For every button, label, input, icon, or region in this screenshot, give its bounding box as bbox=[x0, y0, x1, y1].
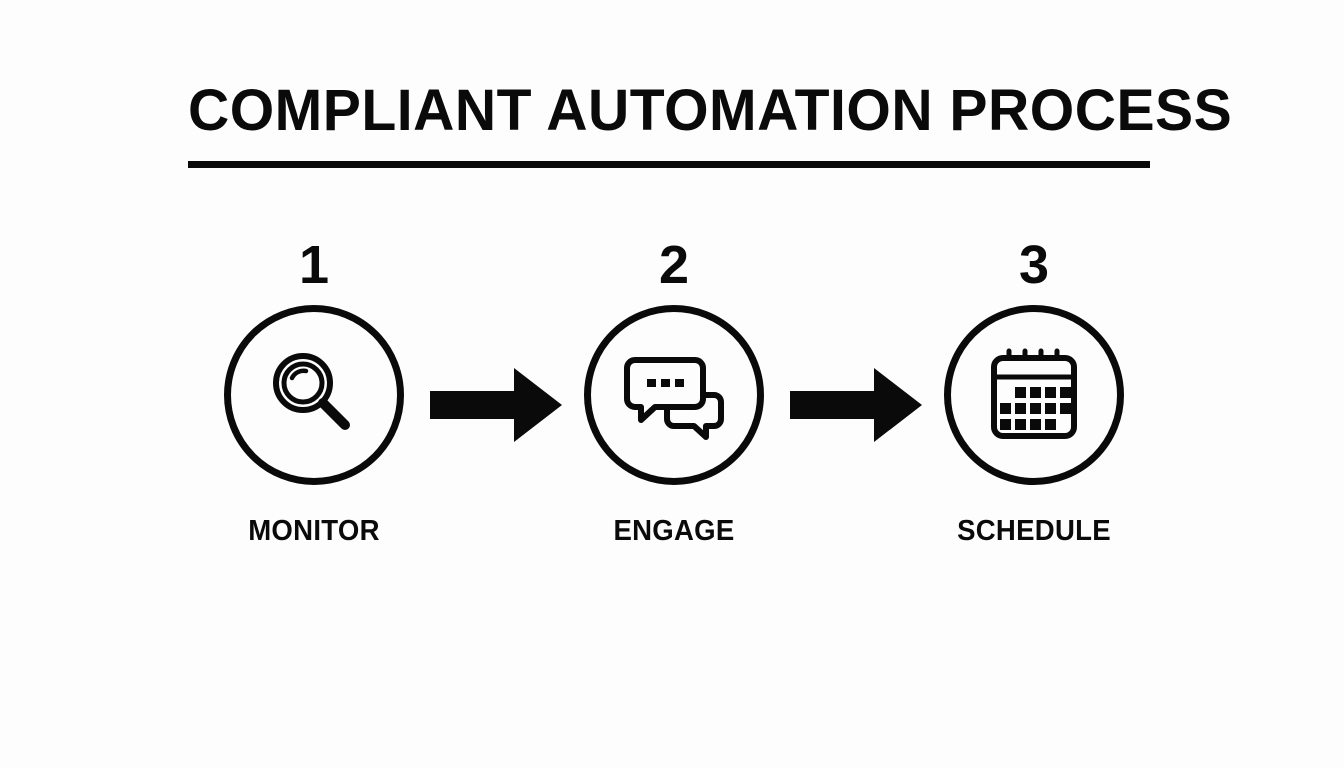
step-number: 1 bbox=[298, 235, 330, 295]
step-circle bbox=[944, 305, 1124, 485]
step-circle bbox=[224, 305, 404, 485]
step-item-monitor[interactable]: 1 MONITOR bbox=[184, 238, 444, 558]
step-label: ENGAGE bbox=[613, 515, 735, 547]
step-number: 2 bbox=[658, 235, 690, 295]
calendar-icon bbox=[991, 348, 1077, 439]
chat-bubbles-icon bbox=[624, 357, 724, 440]
step-circle bbox=[584, 305, 764, 485]
magnifying-glass-icon bbox=[273, 353, 350, 430]
step-label: SCHEDULE bbox=[957, 515, 1111, 547]
page-title: COMPLIANT AUTOMATION PROCESS bbox=[188, 78, 1233, 143]
title-underline-rule bbox=[188, 161, 1150, 168]
arrow-right-icon bbox=[430, 368, 562, 442]
arrow-right-icon bbox=[790, 368, 922, 442]
steps-row: 1 MONITOR 2 bbox=[0, 238, 1344, 558]
step-item-engage[interactable]: 2 ENGAGE bbox=[544, 238, 804, 558]
step-label: MONITOR bbox=[248, 515, 380, 547]
step-item-schedule[interactable]: 3 bbox=[904, 238, 1164, 558]
title-block: COMPLIANT AUTOMATION PROCESS bbox=[188, 78, 1233, 168]
step-number: 3 bbox=[1018, 235, 1050, 295]
